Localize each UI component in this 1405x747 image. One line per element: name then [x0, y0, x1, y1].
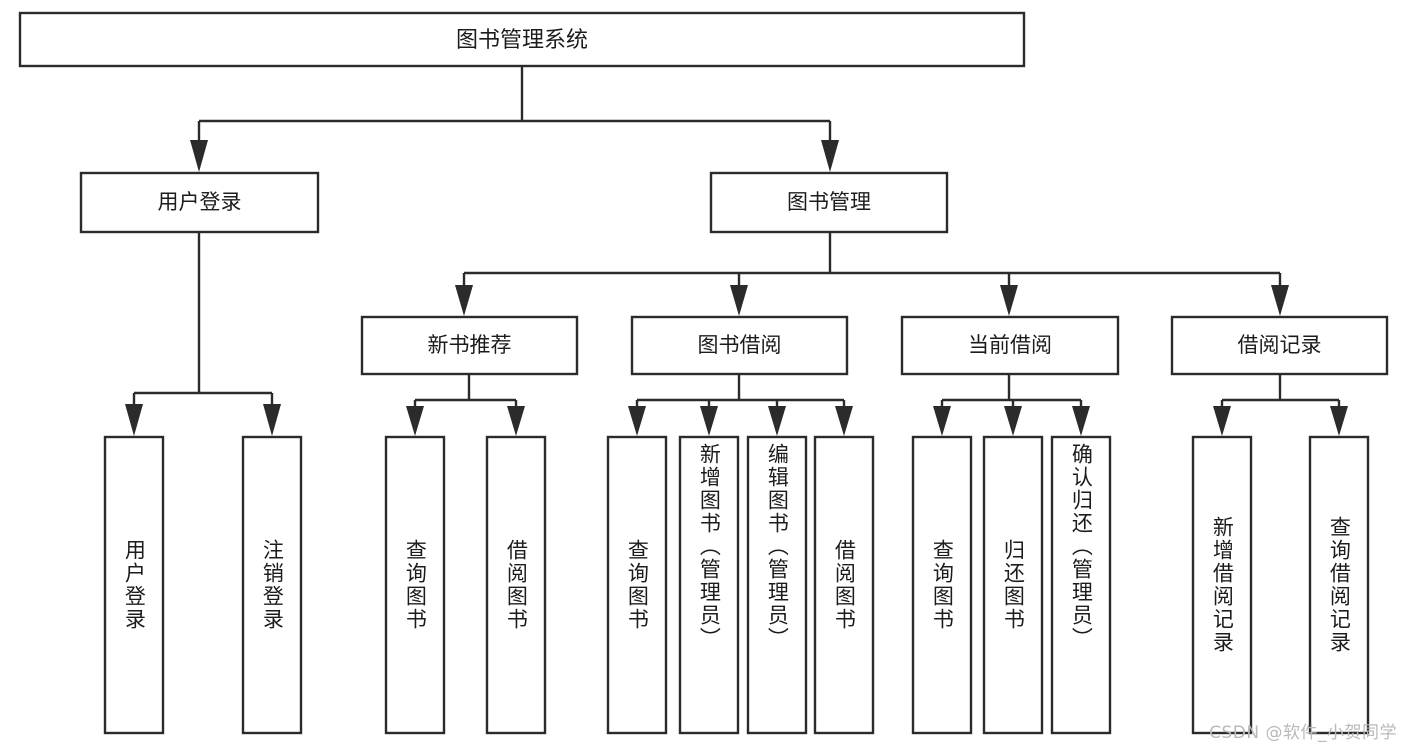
- leaf-box-add-book-admin[interactable]: [678, 435, 740, 735]
- arrow-to-user-login: [190, 140, 208, 172]
- arrow-to-leaf-6: [700, 406, 718, 436]
- arrow-to-book-mgmt: [821, 140, 839, 172]
- node-current-box[interactable]: [900, 315, 1120, 376]
- leaf-box-return-book[interactable]: [982, 435, 1044, 735]
- node-borrow-box[interactable]: [630, 315, 849, 376]
- connector-layer: [125, 66, 1348, 436]
- leaf-box-user-login[interactable]: [103, 435, 165, 735]
- leaf-box-query-book-borrow[interactable]: [606, 435, 668, 735]
- leaf-box-borrow-book-newrec[interactable]: [485, 435, 547, 735]
- arrow-to-leaf-3: [406, 406, 424, 436]
- node-book-mgmt-label: 图书管理: [787, 190, 871, 214]
- node-history-box[interactable]: [1170, 315, 1389, 376]
- leaf-box-edit-book-admin[interactable]: [746, 435, 808, 735]
- arrow-to-leaf-10: [1004, 406, 1022, 436]
- leaf-box-borrow-book[interactable]: [813, 435, 875, 735]
- node-layer: 图书管理系统 用户登录 图书管理 新书推荐 图书借阅 当前借阅 借阅记录: [18, 11, 1389, 735]
- arrow-to-leaf-12: [1213, 406, 1231, 436]
- arrow-to-leaf-1: [125, 404, 143, 436]
- node-book-mgmt-box[interactable]: [709, 171, 949, 234]
- csdn-watermark: CSDN @软件_小贺同学: [1209, 723, 1397, 743]
- node-new-rec-box[interactable]: [360, 315, 579, 376]
- leaf-box-query-record[interactable]: [1308, 435, 1370, 735]
- arrow-to-leaf-11: [1072, 406, 1090, 436]
- arrow-to-borrow: [730, 285, 748, 316]
- arrow-to-leaf-8: [835, 406, 853, 436]
- leaf-box-confirm-return-admin[interactable]: [1050, 435, 1112, 735]
- node-current-label: 当前借阅: [968, 333, 1052, 357]
- node-root-label: 图书管理系统: [456, 28, 588, 53]
- arrow-to-current: [1000, 285, 1018, 316]
- node-user-login-box[interactable]: [79, 171, 320, 234]
- arrow-to-leaf-9: [933, 406, 951, 436]
- node-borrow-label: 图书借阅: [698, 333, 782, 357]
- leaf-box-query-book-newrec[interactable]: [384, 435, 446, 735]
- arrow-to-leaf-2: [263, 404, 281, 436]
- arrow-to-leaf-13: [1330, 406, 1348, 436]
- node-new-rec-label: 新书推荐: [428, 333, 512, 357]
- arrow-to-leaf-5: [628, 406, 646, 436]
- node-root-box[interactable]: [18, 11, 1026, 68]
- node-user-login-label: 用户登录: [158, 190, 242, 214]
- arrow-to-leaf-4: [507, 406, 525, 436]
- leaf-box-query-book-current[interactable]: [911, 435, 973, 735]
- leaf-box-logout[interactable]: [241, 435, 303, 735]
- arrow-to-leaf-7: [768, 406, 786, 436]
- arrow-to-history: [1271, 285, 1289, 316]
- leaf-box-add-record[interactable]: [1191, 435, 1253, 735]
- arrow-to-new-rec: [455, 285, 473, 316]
- node-history-label: 借阅记录: [1238, 333, 1322, 357]
